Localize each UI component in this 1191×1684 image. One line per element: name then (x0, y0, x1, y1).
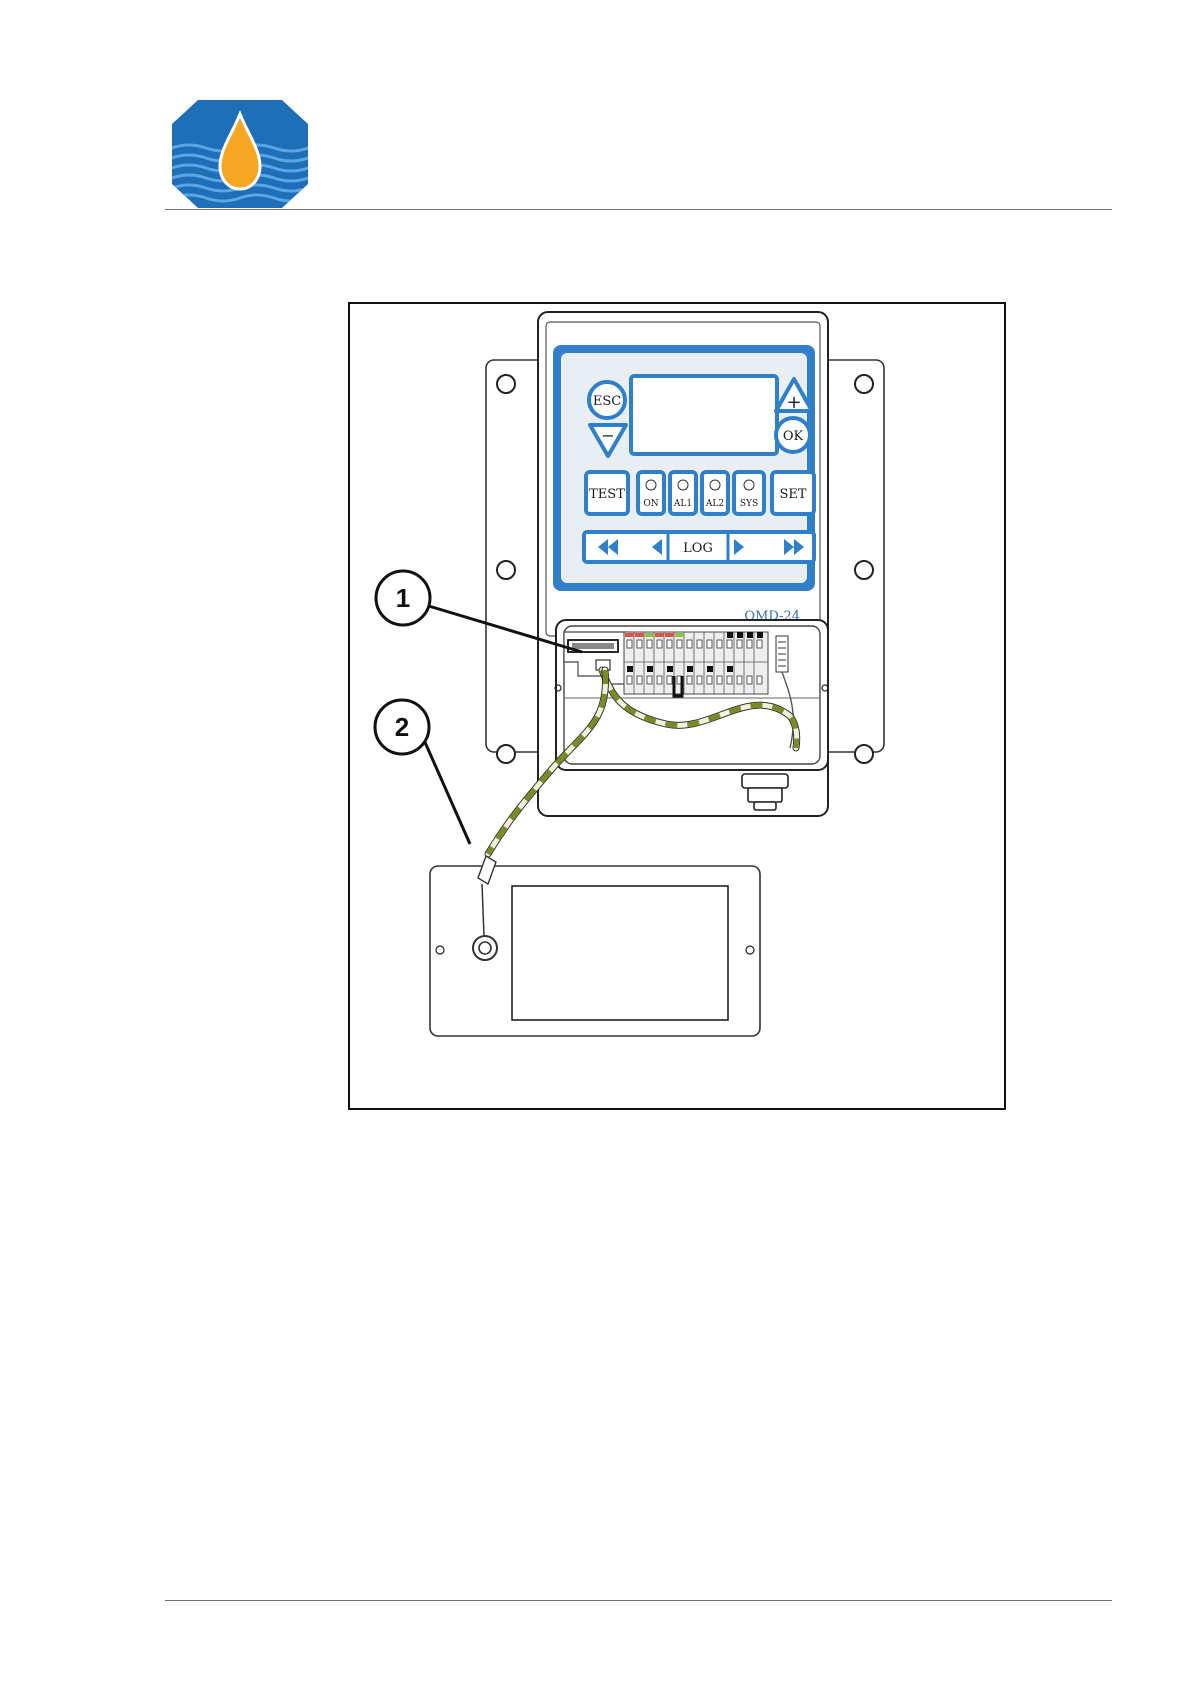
mount-hole-icon (855, 561, 873, 579)
company-logo-icon (172, 100, 308, 208)
al1-label: AL1 (673, 499, 692, 509)
callout-2-label: 2 (395, 712, 409, 742)
esc-label: ESC (593, 394, 621, 409)
log-label: LOG (683, 541, 713, 556)
on-label: ON (643, 499, 658, 509)
test-label: TEST (589, 487, 625, 502)
led-icon (710, 480, 720, 490)
callout-2-leader (424, 740, 470, 844)
mount-hole-icon (497, 745, 515, 763)
footer-divider (165, 1600, 1112, 1601)
callout-1-label: 1 (396, 583, 410, 613)
sys-label: SYS (740, 499, 758, 509)
installation-figure: ESC − + OK TEST ON AL1 AL2 SYS (348, 302, 1006, 1110)
ok-label: OK (783, 429, 804, 444)
led-icon (646, 480, 656, 490)
set-label: SET (779, 487, 806, 502)
screw-hole-icon (746, 946, 754, 954)
device-illustration: ESC − + OK TEST ON AL1 AL2 SYS (350, 304, 1004, 1108)
mount-hole-icon (497, 375, 515, 393)
mount-hole-icon (855, 375, 873, 393)
lcd-display (631, 376, 777, 454)
al2-label: AL2 (705, 499, 724, 509)
minus-label: − (601, 426, 614, 445)
mount-hole-icon (855, 745, 873, 763)
mount-hole-icon (497, 561, 515, 579)
header-divider (165, 209, 1112, 210)
led-icon (678, 480, 688, 490)
led-icon (744, 480, 754, 490)
plus-label: + (786, 392, 801, 413)
screw-hole-icon (436, 946, 444, 954)
